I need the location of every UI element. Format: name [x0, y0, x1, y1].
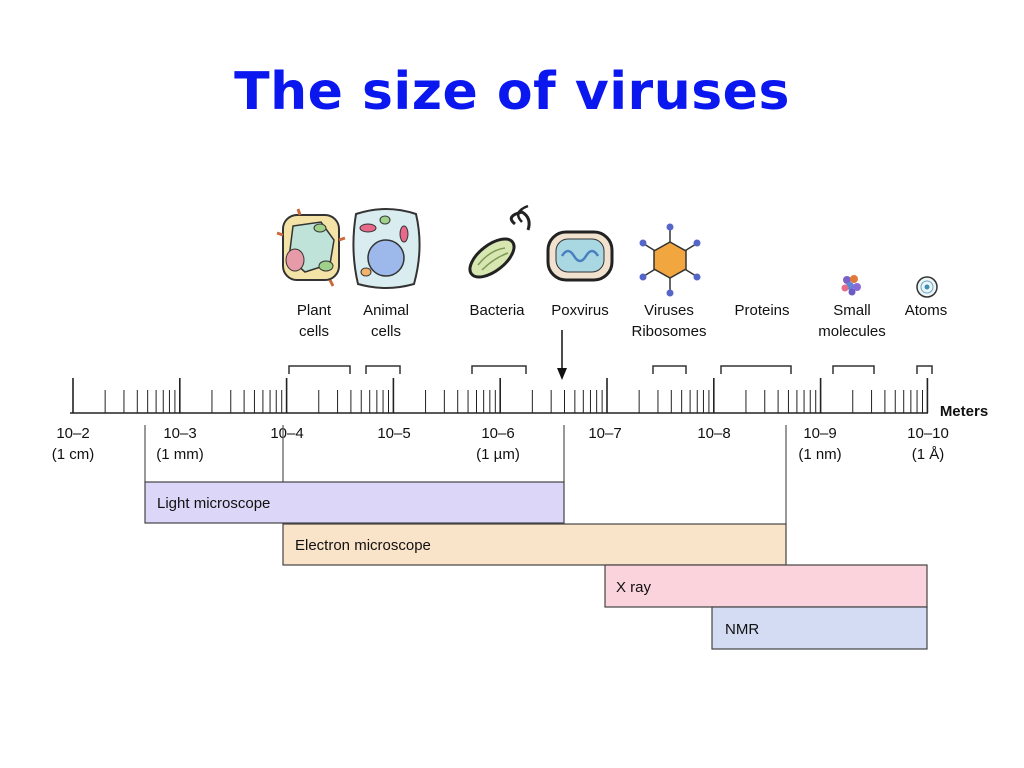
- tick-unit-1e-3: (1 mm): [156, 446, 204, 463]
- bracket-plant-cells: [288, 365, 351, 374]
- object-label-animal: Animal: [363, 302, 409, 319]
- poxvirus-icon: [546, 230, 614, 282]
- object-label-molecules: molecules: [818, 323, 886, 340]
- molecule-icon: [841, 275, 861, 296]
- object-label-proteins: Proteins: [734, 302, 789, 319]
- object-label-viruses: Viruses: [644, 302, 694, 319]
- technique-bar-fill-electron: [282, 523, 787, 566]
- technique-label-nmr: NMR: [725, 621, 759, 638]
- bracket-bacteria: [471, 365, 527, 374]
- bracket-atoms: [916, 365, 933, 374]
- bracket-viruses: [652, 365, 687, 374]
- technique-label-electron: Electron microscope: [295, 537, 431, 554]
- tick-unit-1e-6: (1 µm): [476, 446, 520, 463]
- object-label-poxvirus: Poxvirus: [551, 302, 609, 319]
- technique-connectors: [144, 425, 787, 524]
- plant-cell-icon: [276, 208, 346, 287]
- tick-label-1e-5: 10–5: [377, 425, 410, 442]
- virus-icon: [639, 223, 701, 297]
- tick-label-1e-3: 10–3: [163, 425, 196, 442]
- technique-bar-electron-microscope: Electron microscope: [282, 523, 787, 566]
- tick-label-1e-10: 10–10: [907, 425, 949, 442]
- poxvirus-arrow: [557, 330, 567, 380]
- tick-unit-1e-10: (1 Å): [912, 446, 945, 463]
- decade-labels: 10–2 (1 cm) 10–3 (1 mm) 10–4 10–5 10–6 (…: [52, 425, 949, 463]
- atom-icon: [916, 276, 938, 298]
- page-title: The size of viruses: [234, 62, 790, 122]
- tick-label-1e-6: 10–6: [481, 425, 514, 442]
- scale-unit-label: Meters: [940, 403, 988, 420]
- technique-bar-light-microscope: Light microscope: [144, 481, 565, 524]
- bracket-molecules: [832, 365, 875, 374]
- animal-cell-icon: [352, 208, 421, 289]
- tick-label-1e-8: 10–8: [697, 425, 730, 442]
- bracket-animal-cells: [365, 365, 401, 374]
- object-labels: Plant cells Animal cells Bacteria Poxvir…: [297, 302, 947, 340]
- bracket-proteins: [720, 365, 792, 374]
- object-label-bacteria: Bacteria: [469, 302, 525, 319]
- tick-label-1e-9: 10–9: [803, 425, 836, 442]
- tick-label-1e-2: 10–2: [56, 425, 89, 442]
- technique-bar-x-ray: X ray: [604, 564, 928, 608]
- technique-bar-fill-light: [144, 481, 565, 524]
- tick-label-1e-4: 10–4: [270, 425, 303, 442]
- object-label-small: Small: [833, 302, 871, 319]
- technique-bar-fill-nmr: [711, 606, 928, 650]
- bacteria-icon: [468, 204, 531, 279]
- technique-label-light: Light microscope: [157, 495, 270, 512]
- object-label-plant-2: cells: [299, 323, 329, 340]
- technique-bar-nmr: NMR: [711, 606, 928, 650]
- technique-label-xray: X ray: [616, 579, 652, 596]
- tick-unit-1e-9: (1 nm): [798, 446, 841, 463]
- object-label-ribosomes: Ribosomes: [631, 323, 706, 340]
- object-label-atoms: Atoms: [905, 302, 948, 319]
- scale-ruler: [70, 378, 929, 414]
- technique-bar-fill-xray: [604, 564, 928, 608]
- range-brackets: [288, 365, 933, 374]
- object-label-plant: Plant: [297, 302, 332, 319]
- tick-unit-1e-2: (1 cm): [52, 446, 95, 463]
- tick-label-1e-7: 10–7: [588, 425, 621, 442]
- object-label-animal-2: cells: [371, 323, 401, 340]
